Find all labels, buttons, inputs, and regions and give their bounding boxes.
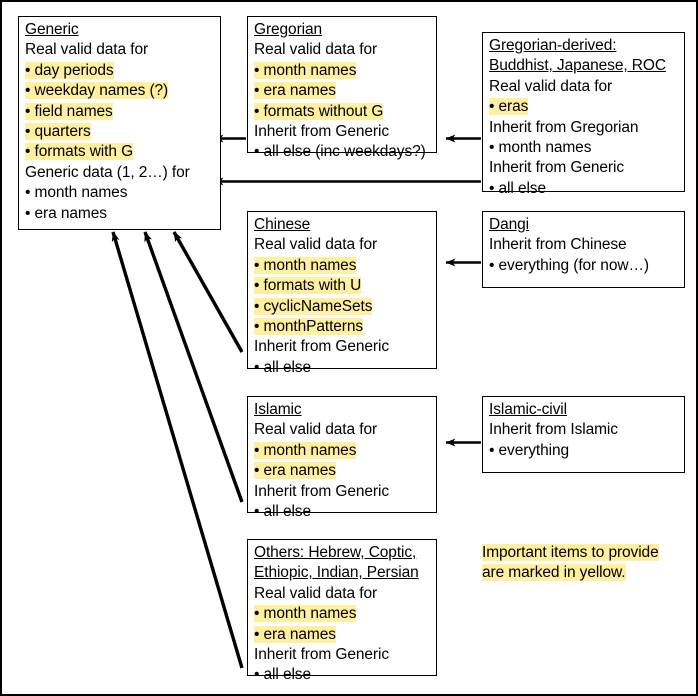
box-islamic[interactable]: Islamic Real valid data for • month name… — [247, 396, 437, 520]
box-chinese-line-4: • monthPatterns — [254, 318, 364, 336]
box-gregorian-line-0: Real valid data for — [254, 41, 378, 59]
box-others-line-1: • month names — [254, 605, 357, 623]
box-gregorian-derived-line-5: • all else — [489, 179, 546, 197]
box-gregorian-derived-line-3: • month names — [489, 139, 592, 157]
box-gregorian-derived-line-0: Real valid data for — [489, 77, 613, 95]
box-gregorian-derived-title2: Buddhist, Japanese, ROC — [489, 57, 666, 75]
box-chinese-title: Chinese — [254, 216, 311, 233]
box-gregorian-title: Gregorian — [254, 21, 323, 38]
box-others-line-4: • all else — [254, 666, 311, 684]
box-others-line-3: Inherit from Generic — [254, 646, 389, 664]
box-chinese-line-2: • formats with U — [254, 277, 362, 295]
box-chinese-line-0: Real valid data for — [254, 236, 378, 254]
box-generic-line-4: • quarters — [25, 123, 91, 141]
box-islamic-line-3: Inherit from Generic — [254, 482, 389, 500]
box-generic-line-2: • weekday names (?) — [25, 82, 169, 100]
box-gregorian-line-2: • era names — [254, 82, 336, 100]
box-others[interactable]: Others: Hebrew, Coptic, Ethiopic, Indian… — [247, 539, 437, 683]
box-dangi[interactable]: Dangi Inherit from Chinese • everything … — [482, 211, 685, 288]
legend-note-line-2: are marked in yellow. — [482, 564, 626, 582]
box-generic-line-8: • era names — [25, 204, 107, 222]
box-gregorian-line-5: • all else (inc weekdays?) — [254, 143, 426, 161]
box-islamic-title: Islamic — [254, 401, 302, 418]
box-others-title2: Ethiopic, Indian, Persian — [254, 564, 419, 582]
box-gregorian[interactable]: Gregorian Real valid data for • month na… — [247, 16, 437, 160]
box-gregorian-derived[interactable]: Gregorian-derived: Buddhist, Japanese, R… — [482, 32, 685, 197]
box-gregorian-line-3: • formats without G — [254, 102, 384, 120]
box-others-line-0: Real valid data for — [254, 584, 378, 602]
box-generic-line-7: • month names — [25, 184, 128, 202]
box-islamic-line-0: Real valid data for — [254, 421, 378, 439]
box-dangi-line-1: • everything (for now…) — [489, 256, 649, 274]
box-gregorian-derived-line-4: Inherit from Generic — [489, 159, 624, 177]
box-chinese[interactable]: Chinese Real valid data for • month name… — [247, 211, 437, 376]
box-generic[interactable]: Generic Real valid data for • day period… — [18, 16, 221, 230]
box-generic-line-1: • day periods — [25, 61, 114, 79]
box-gregorian-derived-title: Gregorian-derived: — [489, 37, 617, 54]
box-dangi-line-0: Inherit from Chinese — [489, 236, 627, 254]
box-islamic-civil-title: Islamic-civil — [489, 401, 567, 418]
box-dangi-title: Dangi — [489, 216, 529, 233]
box-gregorian-derived-line-1: • eras — [489, 98, 529, 116]
box-generic-line-5: • formats with G — [25, 143, 134, 161]
box-islamic-line-1: • month names — [254, 441, 357, 459]
box-islamic-line-2: • era names — [254, 462, 336, 480]
arrow-islamic-to-generic — [143, 231, 244, 503]
box-generic-line-6: Generic data (1, 2…) for — [25, 163, 190, 181]
box-gregorian-derived-line-2: Inherit from Gregorian — [489, 118, 639, 136]
box-gregorian-line-1: • month names — [254, 61, 357, 79]
box-generic-line-0: Real valid data for — [25, 41, 149, 59]
box-chinese-line-3: • cyclicNameSets — [254, 297, 373, 315]
box-islamic-line-4: • all else — [254, 503, 311, 521]
box-others-line-2: • era names — [254, 625, 336, 643]
legend-note: Important items to provide are marked in… — [482, 543, 659, 584]
arrow-others-to-generic — [111, 231, 244, 669]
box-generic-title: Generic — [25, 21, 79, 38]
box-gregorian-line-4: Inherit from Generic — [254, 123, 389, 141]
box-islamic-civil-line-0: Inherit from Islamic — [489, 421, 618, 439]
box-generic-line-3: • field names — [25, 102, 113, 120]
box-others-title: Others: Hebrew, Coptic, — [254, 544, 417, 561]
arrow-chinese-to-generic — [172, 231, 244, 353]
box-islamic-civil[interactable]: Islamic-civil Inherit from Islamic • eve… — [482, 396, 685, 473]
box-chinese-line-5: Inherit from Generic — [254, 338, 389, 356]
box-chinese-line-1: • month names — [254, 256, 357, 274]
box-islamic-civil-line-1: • everything — [489, 441, 570, 459]
legend-note-line-1: Important items to provide — [482, 544, 659, 561]
box-chinese-line-6: • all else — [254, 358, 311, 376]
